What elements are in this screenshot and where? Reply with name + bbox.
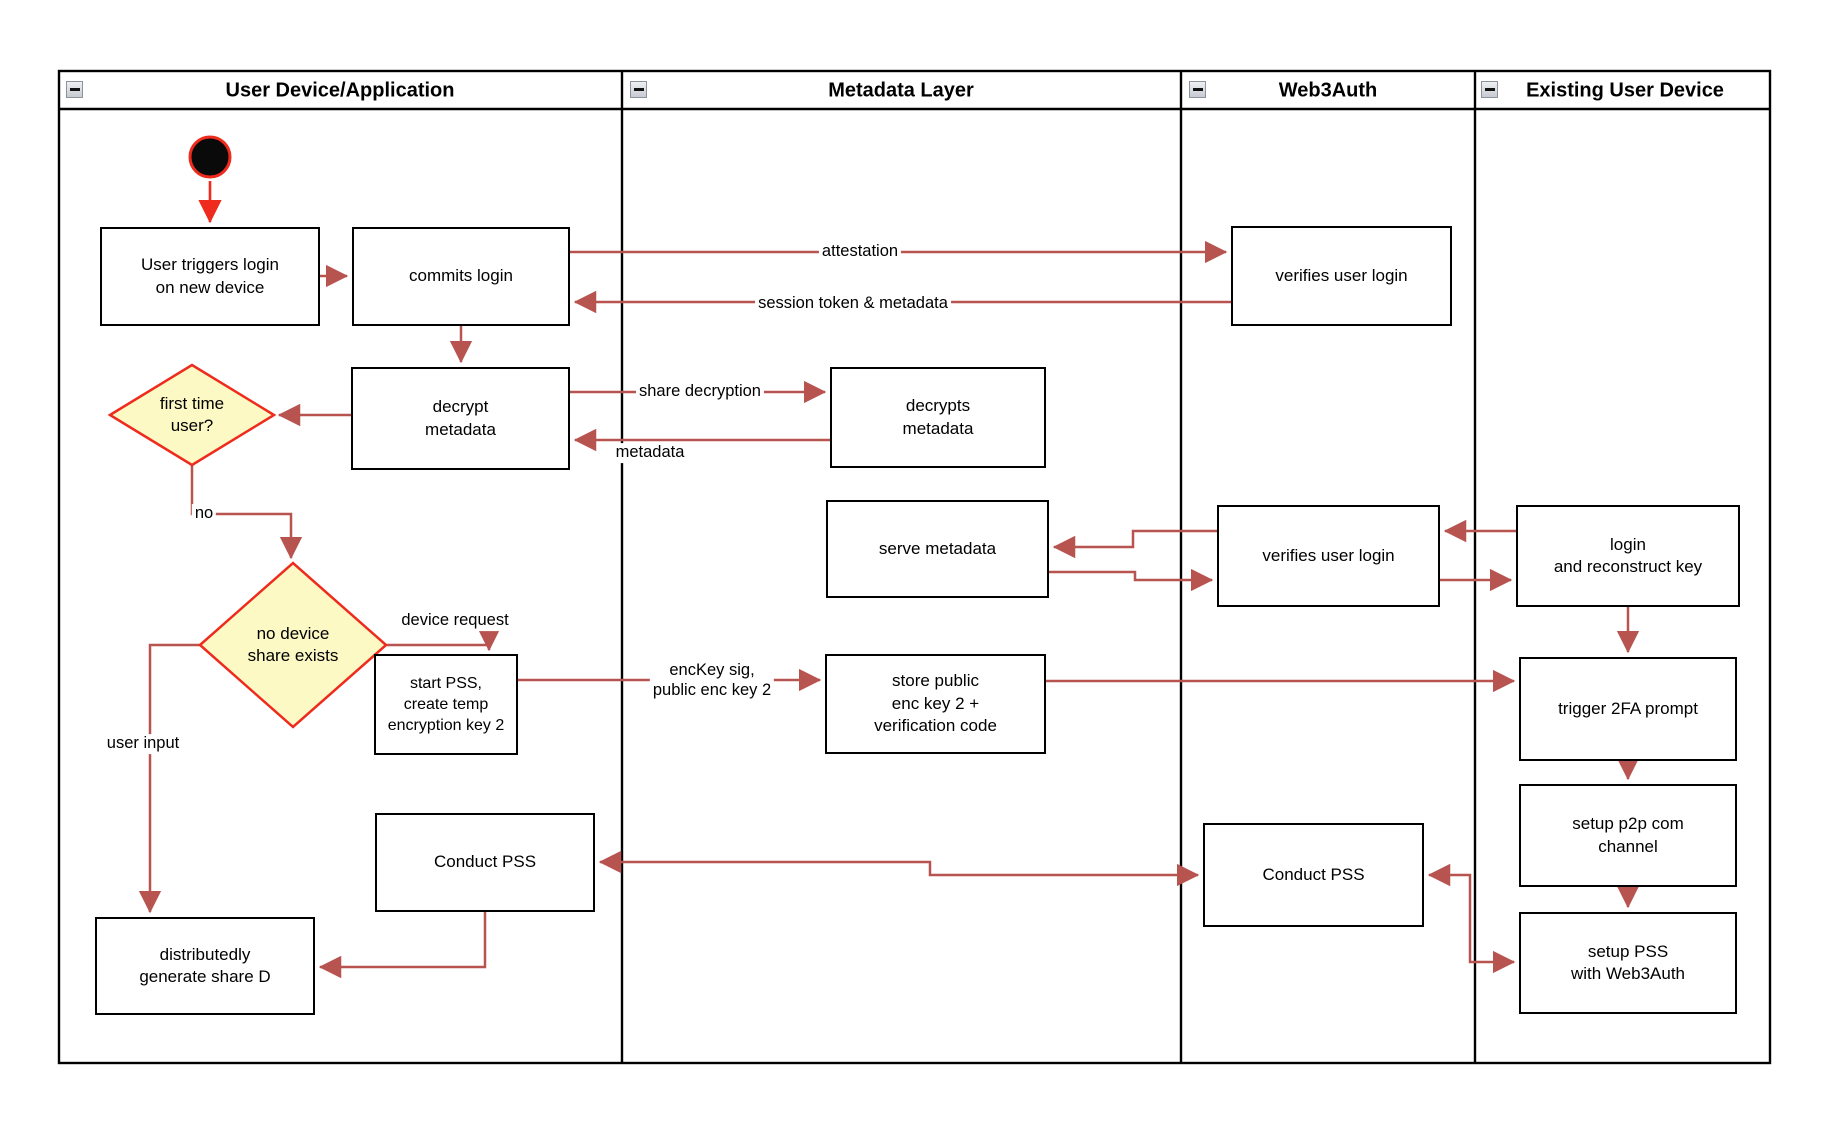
node-conduct-pss-device: Conduct PSS: [375, 813, 595, 912]
edge-no-branch: [190, 465, 303, 560]
edge-label-enckey: encKey sig, public enc key 2: [649, 661, 775, 701]
minus-icon: [69, 88, 80, 91]
lane-title-existing-device: Existing User Device: [1526, 79, 1724, 102]
collapse-lane-icon[interactable]: [630, 81, 647, 98]
collapse-lane-icon[interactable]: [66, 81, 83, 98]
node-serve-metadata: serve metadata: [826, 500, 1049, 598]
decision-no-device-share: [198, 561, 388, 729]
flow-edges: [138, 240, 1640, 979]
node-conduct-pss-web3auth: Conduct PSS: [1203, 823, 1424, 927]
edge-label-session-token: session token & metadata: [755, 294, 951, 314]
edge-label-metadata: metadata: [612, 443, 688, 463]
minus-icon: [1484, 88, 1495, 91]
edge-label-attestation: attestation: [818, 242, 902, 262]
node-verifies-user-login-1: verifies user login: [1231, 226, 1452, 326]
node-verifies-user-login-2: verifies user login: [1217, 505, 1440, 607]
edge-user-input: [138, 643, 200, 914]
edge-label-no: no: [191, 504, 217, 524]
node-store-public-enc-key: store public enc key 2 + verification co…: [825, 654, 1046, 754]
node-user-triggers-login: User triggers login on new device: [100, 227, 320, 326]
node-generate-share-d: distributedly generate share D: [95, 917, 315, 1015]
edge-verifies2-serve: [1052, 529, 1217, 559]
edge-label-user-input: user input: [103, 734, 183, 754]
minus-icon: [633, 88, 644, 91]
node-decrypts-metadata: decrypts metadata: [830, 367, 1046, 468]
node-trigger-2fa-prompt: trigger 2FA prompt: [1519, 657, 1737, 761]
lane-title-user-device: User Device/Application: [225, 79, 455, 102]
edge-conductpss-bidirectional: [598, 850, 1200, 887]
node-login-reconstruct-key: login and reconstruct key: [1516, 505, 1740, 607]
label-no-device-share: no device share exists: [247, 623, 339, 665]
collapse-lane-icon[interactable]: [1481, 81, 1498, 98]
edge-setuppss-conductpss: [1427, 863, 1516, 974]
edge-conductpss-shared: [318, 912, 487, 979]
node-setup-p2p-channel: setup p2p com channel: [1519, 784, 1737, 887]
edge-label-share-decryption: share decryption: [636, 382, 764, 402]
edge-device-request: [386, 628, 501, 652]
edge-serve-verifies2: [1049, 568, 1214, 592]
lane-title-web3auth: Web3Auth: [1278, 79, 1378, 102]
label-first-time-user: first time user?: [159, 393, 225, 435]
lane-title-metadata-layer: Metadata Layer: [828, 79, 974, 102]
node-decrypt-metadata: decrypt metadata: [351, 367, 570, 470]
node-setup-pss-web3auth: setup PSS with Web3Auth: [1519, 912, 1737, 1014]
node-commits-login: commits login: [352, 227, 570, 326]
decision-first-time-user: [107, 363, 277, 467]
node-start-pss: start PSS, create temp encryption key 2: [374, 654, 518, 755]
initial-node: [188, 135, 232, 179]
edge-label-device-request: device request: [398, 611, 512, 631]
minus-icon: [1192, 88, 1203, 91]
collapse-lane-icon[interactable]: [1189, 81, 1206, 98]
